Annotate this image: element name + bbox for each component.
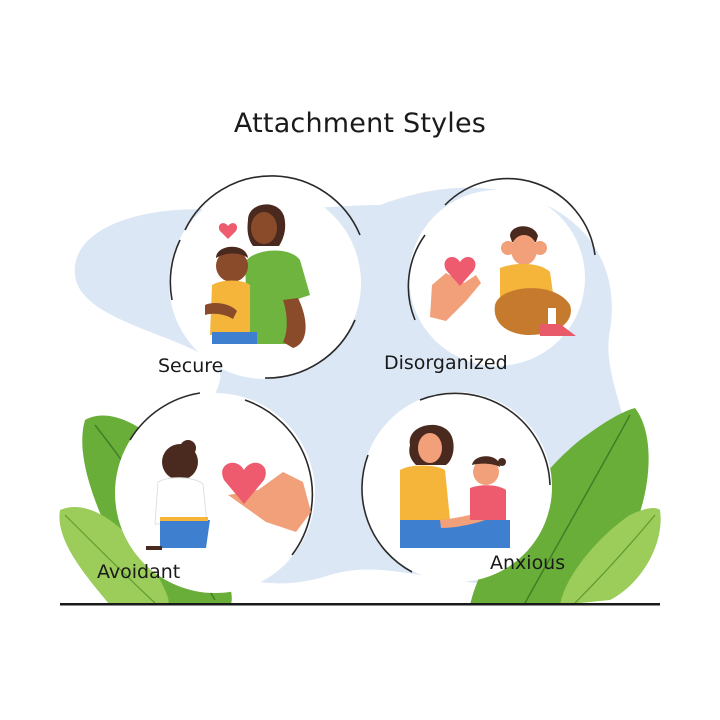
label-secure: Secure [158, 355, 224, 377]
disorganized-panel [407, 177, 596, 366]
anxious-panel [361, 392, 552, 582]
ground-line [60, 603, 660, 606]
heart-icon [444, 256, 476, 286]
avoidant-panel [115, 392, 315, 593]
page-title: Attachment Styles [233, 108, 487, 139]
heart-icon [222, 462, 266, 504]
label-avoidant: Avoidant [97, 561, 181, 583]
label-disorganized: Disorganized [384, 352, 508, 374]
label-anxious: Anxious [490, 552, 566, 574]
heart-icon [218, 223, 238, 239]
secure-panel [169, 175, 361, 379]
